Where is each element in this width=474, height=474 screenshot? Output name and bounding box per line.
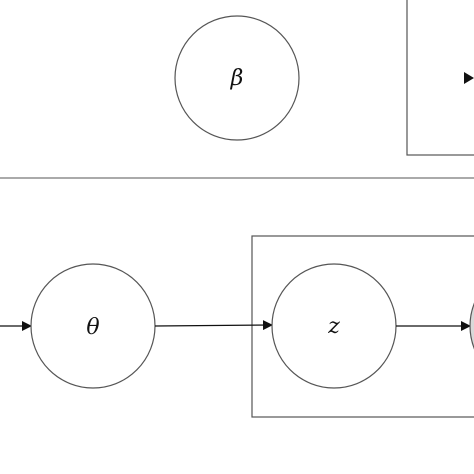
top-plate-partial	[406, 0, 474, 156]
z-plate	[251, 235, 474, 418]
z-node-label: z	[327, 314, 340, 339]
theta-node-label: θ	[86, 315, 99, 340]
beta-node-label: β	[230, 66, 244, 91]
arrow-theta-to-z	[154, 320, 273, 331]
observed-node-partial	[469, 302, 474, 350]
beta-node	[174, 15, 300, 141]
top-plate-arrowhead	[464, 72, 474, 84]
